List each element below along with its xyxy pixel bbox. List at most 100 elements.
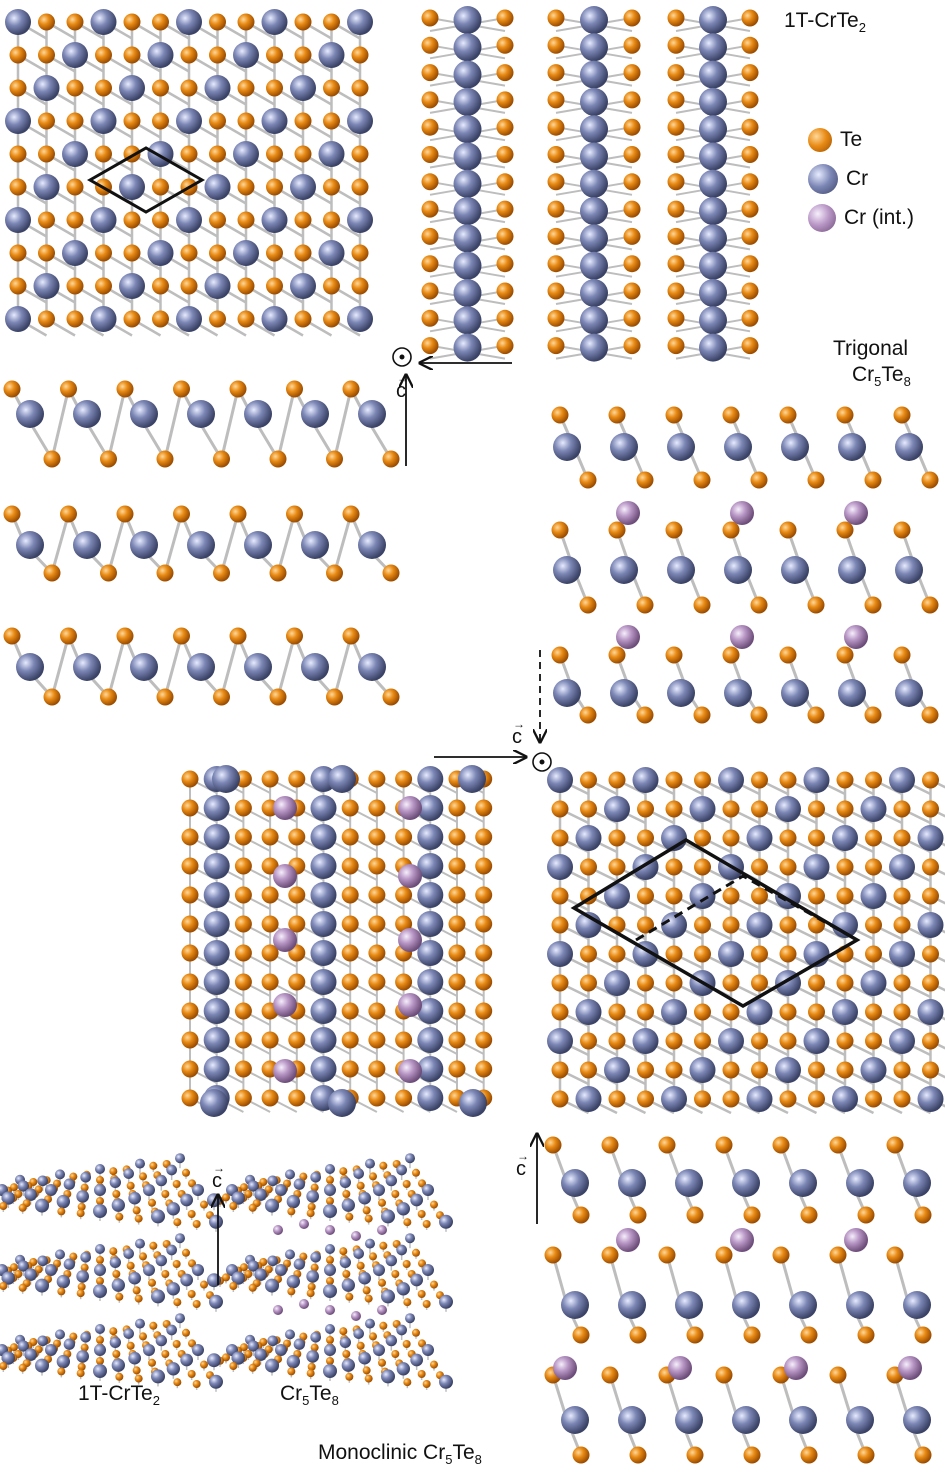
te-atom <box>341 973 359 991</box>
te-atom <box>922 800 939 818</box>
te-atom <box>836 646 854 664</box>
te-atom <box>362 1206 371 1215</box>
te-atom <box>326 1277 334 1285</box>
te-atom <box>743 1446 761 1464</box>
te-atom <box>234 915 252 933</box>
te-atom <box>60 505 77 523</box>
cr-atom <box>310 1331 321 1343</box>
te-atom <box>421 146 439 163</box>
te-atom <box>694 1032 711 1050</box>
te-atom <box>161 1270 170 1278</box>
te-atom <box>422 1220 431 1228</box>
cr-atom <box>396 1202 411 1216</box>
te-atom <box>864 471 882 489</box>
te-atom <box>180 79 198 97</box>
bond <box>163 388 183 460</box>
te-atom <box>288 915 306 933</box>
te-atom <box>743 1206 761 1224</box>
te-atom <box>722 974 740 992</box>
cr-atom <box>175 1313 185 1324</box>
cr-atom <box>453 115 482 144</box>
cr-atom <box>781 433 809 461</box>
te-atom <box>608 858 626 876</box>
te-atom <box>601 1136 619 1154</box>
cr-atom <box>109 1176 122 1189</box>
te-atom <box>857 1206 875 1224</box>
cr-atom <box>323 1204 337 1218</box>
cr-atom <box>453 306 482 335</box>
te-atom <box>38 13 55 31</box>
te-atom <box>200 1280 208 1289</box>
cr-atom <box>80 1331 91 1343</box>
label-trigonal: Trigonal <box>833 337 909 360</box>
te-atom <box>694 916 711 934</box>
cr-atom <box>176 9 202 35</box>
cr-atom <box>453 6 482 34</box>
cr-atom <box>838 556 866 584</box>
te-atom <box>229 1282 238 1290</box>
cr-atom <box>244 400 272 428</box>
cr-atom <box>16 400 44 428</box>
te-atom <box>741 200 759 218</box>
cr-atom <box>5 9 31 35</box>
cr-atom <box>746 999 773 1025</box>
cr-atom <box>37 1255 49 1267</box>
cr-atom <box>632 767 659 793</box>
te-atom <box>636 596 654 614</box>
cr-atom <box>846 1169 874 1197</box>
te-atom <box>715 1136 733 1154</box>
te-atom <box>808 887 825 905</box>
cr-atom <box>373 1264 385 1276</box>
bond <box>107 635 127 698</box>
label-1t-crte2-top: 1T-CrTe2 <box>784 9 866 35</box>
te-atom <box>181 1089 199 1107</box>
te-atom <box>229 627 247 645</box>
cr-int-atom <box>299 1219 309 1229</box>
cr-atom <box>580 279 608 307</box>
cr-atom <box>109 1256 122 1269</box>
cr-atom <box>846 1291 874 1319</box>
te-atom <box>152 310 169 328</box>
te-atom <box>9 178 27 196</box>
te-atom <box>123 46 141 64</box>
cr-int-atom <box>616 501 640 525</box>
cr-atom <box>422 1264 434 1276</box>
te-atom <box>200 1200 208 1209</box>
te-atom <box>115 1292 124 1301</box>
cr-atom <box>93 1204 107 1218</box>
te-atom <box>172 1260 181 1268</box>
te-atom <box>248 1363 257 1372</box>
te-atom <box>551 406 569 424</box>
te-atom <box>152 277 169 295</box>
cr-atom <box>846 1406 874 1434</box>
te-atom <box>66 310 84 328</box>
cr-atom <box>453 197 482 226</box>
te-atom <box>421 227 439 245</box>
te-atom <box>18 1283 27 1292</box>
te-atom <box>345 1212 354 1221</box>
cr-atom <box>95 1244 105 1254</box>
cr-atom <box>365 1158 375 1169</box>
cr-atom <box>661 1086 687 1112</box>
te-atom <box>148 1358 156 1367</box>
cr-atom <box>699 6 727 34</box>
cr-atom <box>1 1191 16 1205</box>
cr-atom <box>143 1184 155 1196</box>
te-atom <box>134 1214 143 1223</box>
c-vector-label-4: →c <box>212 1161 225 1192</box>
cr-atom <box>323 1284 337 1298</box>
cr-atom <box>261 9 288 35</box>
te-atom <box>430 1280 438 1289</box>
cr-int-atom <box>273 1059 297 1083</box>
te-atom <box>751 974 768 992</box>
te-atom <box>865 945 882 963</box>
te-atom <box>341 1002 359 1020</box>
te-atom <box>60 380 77 398</box>
cr-atom <box>580 6 608 34</box>
te-atom <box>38 112 55 130</box>
te-atom <box>865 858 882 876</box>
cr-atom <box>204 174 231 200</box>
cr-atom <box>358 1351 371 1365</box>
te-atom <box>10 1183 18 1192</box>
te-atom <box>623 337 641 355</box>
